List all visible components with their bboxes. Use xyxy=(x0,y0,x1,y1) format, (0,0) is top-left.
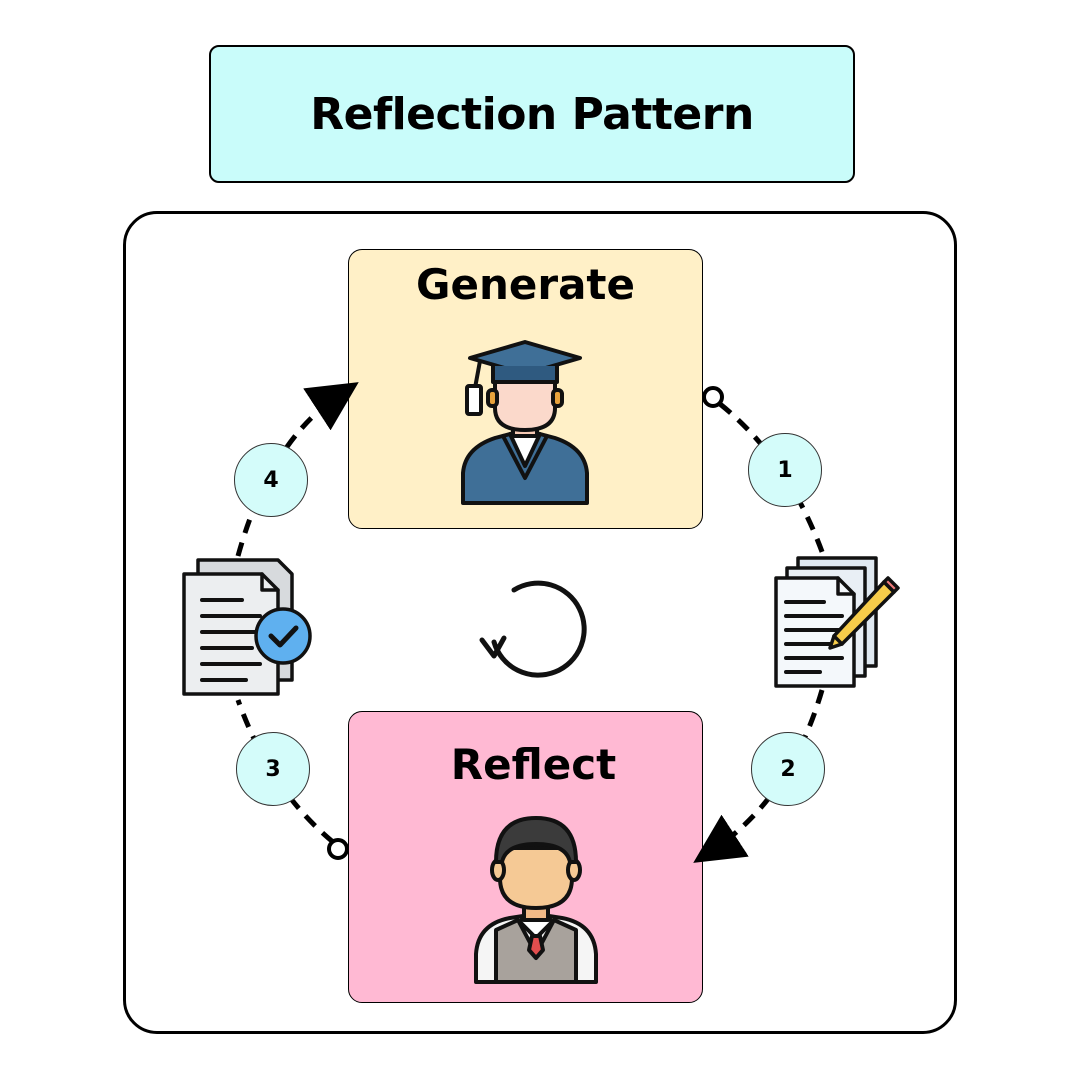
title-box: Reflection Pattern xyxy=(209,45,855,183)
approved-document-check-icon xyxy=(182,558,312,696)
generate-label: Generate xyxy=(416,260,635,309)
cycle-refresh-icon xyxy=(479,580,587,678)
connector-start-dot-reflect xyxy=(327,838,349,860)
step-badge-3: 3 xyxy=(236,732,310,806)
step-badge-1: 1 xyxy=(748,433,822,507)
step-badge-4: 4 xyxy=(234,443,308,517)
step-badge-2: 2 xyxy=(751,732,825,806)
reflect-label: Reflect xyxy=(450,740,617,789)
graduate-student-icon xyxy=(461,340,589,505)
draft-document-pencil-icon xyxy=(774,556,900,688)
diagram-title: Reflection Pattern xyxy=(310,88,754,140)
student-reviewer-icon xyxy=(474,816,598,984)
connector-start-dot-generate xyxy=(702,386,724,408)
